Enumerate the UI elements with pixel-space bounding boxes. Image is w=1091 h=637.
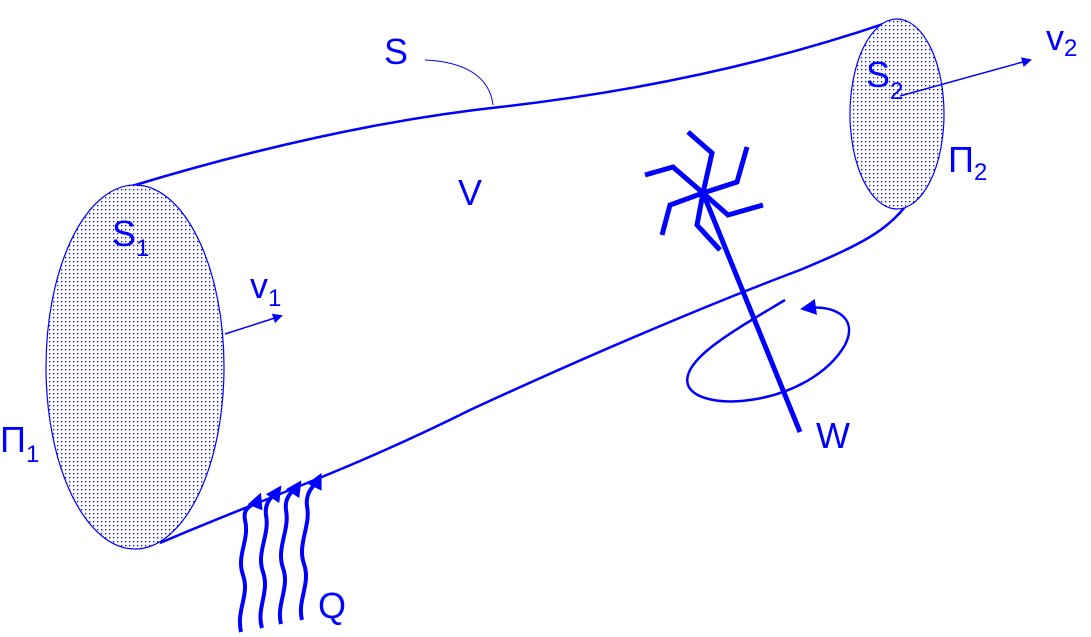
tube-top-edge (131, 18, 896, 188)
turbine-icon (644, 130, 803, 433)
inlet-velocity-arrow (224, 313, 283, 335)
surface-leader (424, 59, 494, 106)
heat-arrows (237, 472, 322, 633)
heat-label: Q (318, 585, 346, 626)
volume-label: V (458, 172, 482, 213)
tube-bottom-edge (159, 199, 912, 545)
outlet-area-label: S2 (866, 54, 903, 105)
outlet-section (849, 18, 945, 210)
rotation-arrow (686, 298, 851, 403)
outlet-velocity-arrow (899, 57, 1032, 97)
work-label: W (816, 415, 850, 456)
inlet-area-label: S1 (112, 213, 149, 262)
inlet-velocity-label: v1 (250, 265, 281, 312)
outlet-velocity-label: v2 (1046, 17, 1077, 62)
inlet-pressure-label: Π1 (0, 419, 39, 468)
surface-label: S (384, 31, 408, 72)
inlet-section (45, 184, 225, 550)
outlet-pressure-label: Π2 (948, 139, 987, 186)
